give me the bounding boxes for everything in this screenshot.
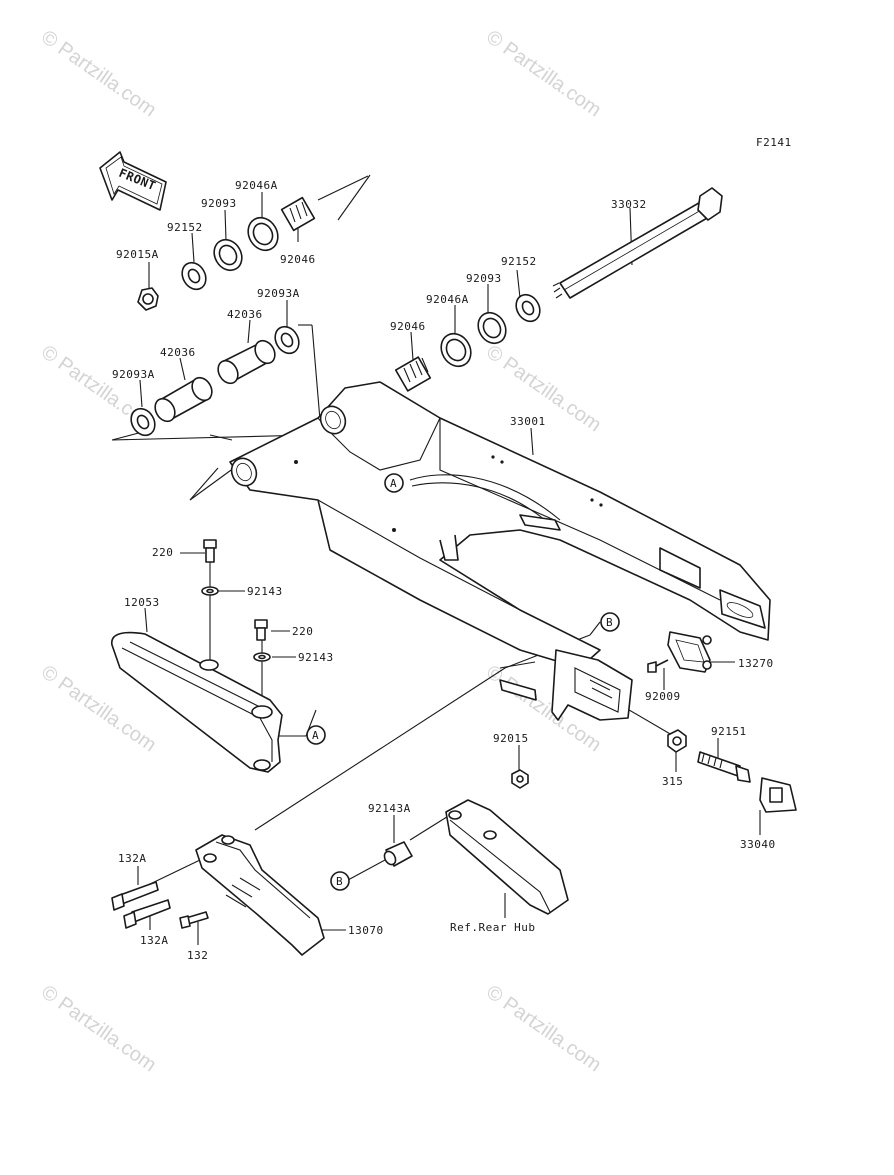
marker-a-slider-label: A xyxy=(312,729,319,742)
part-label: 92046A xyxy=(426,293,469,306)
part-label: 92093 xyxy=(201,197,237,210)
part-label: 33032 xyxy=(611,198,647,211)
part-label: 132A xyxy=(118,852,147,865)
swingarm-33001 xyxy=(229,381,771,669)
watermark-text: © Partzilla.com xyxy=(482,26,605,121)
watermark-text: © Partzilla.com xyxy=(37,26,160,121)
part-label: 92143 xyxy=(298,651,334,664)
watermark-text: © Partzilla.com xyxy=(37,981,160,1076)
part-label: 12053 xyxy=(124,596,160,609)
part-label: 92152 xyxy=(501,255,537,268)
ref-rear-hub-label: Ref.Rear Hub xyxy=(450,921,535,934)
part-label: 92151 xyxy=(711,725,747,738)
chain-slider-12053 xyxy=(111,631,283,773)
part-label: 33001 xyxy=(510,415,546,428)
part-label: 92015 xyxy=(493,732,529,745)
front-arrow-icon: FRONT xyxy=(99,151,167,211)
part-label: 220 xyxy=(152,546,173,559)
part-label: 92046 xyxy=(390,320,426,333)
part-label: 92009 xyxy=(645,690,681,703)
part-labels: 33032 92046A 92093 92152 92046 92015A 92… xyxy=(112,179,776,962)
part-label: 92046 xyxy=(280,253,316,266)
part-label: 13070 xyxy=(348,924,384,937)
chain-guide-13070 xyxy=(195,834,325,956)
part-label: 42036 xyxy=(160,346,196,359)
slider-screws xyxy=(201,539,271,662)
part-label: 315 xyxy=(662,775,683,788)
part-label: 92015A xyxy=(116,248,159,261)
marker-a-slider: A xyxy=(306,725,326,745)
watermark-text: © Partzilla.com xyxy=(482,981,605,1076)
part-label: 92093A xyxy=(112,368,155,381)
part-label: 92046A xyxy=(235,179,278,192)
figure-code: F2141 xyxy=(756,136,792,149)
part-label: 92143 xyxy=(247,585,283,598)
part-label: 92093A xyxy=(257,287,300,300)
lower-hub-parts: B xyxy=(330,769,569,915)
adjuster-cover-13270 xyxy=(647,631,712,673)
marker-a-label: A xyxy=(390,477,397,490)
bearing-stack-left xyxy=(137,196,316,311)
marker-a: A xyxy=(384,473,404,493)
part-label: 33040 xyxy=(740,838,776,851)
part-label: 92152 xyxy=(167,221,203,234)
chain-guide-bolts xyxy=(111,881,209,929)
marker-b-label: B xyxy=(606,616,613,629)
part-label: 132 xyxy=(187,949,208,962)
part-label: 42036 xyxy=(227,308,263,321)
pivot-axle-33032 xyxy=(552,187,723,299)
part-label: 13270 xyxy=(738,657,774,670)
leader-lines xyxy=(111,174,761,945)
part-label: 132A xyxy=(140,934,169,947)
bracket-upper: B xyxy=(499,612,633,721)
marker-b-lower-label: B xyxy=(336,875,343,888)
part-label: 92093 xyxy=(466,272,502,285)
part-label: 92143A xyxy=(368,802,411,815)
collar-assembly xyxy=(130,325,300,437)
bearing-stack-right xyxy=(394,293,541,392)
part-label: 220 xyxy=(292,625,313,638)
axle-hardware xyxy=(667,729,797,813)
